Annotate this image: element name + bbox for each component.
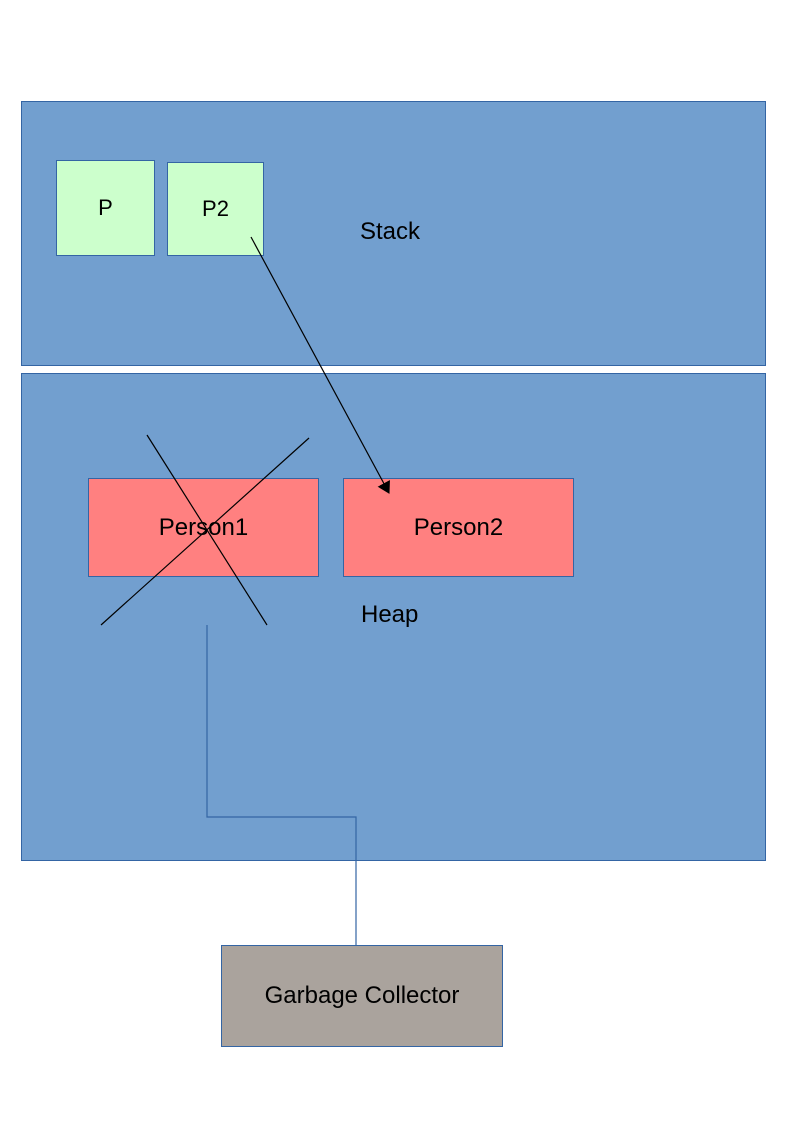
- stack-variable-p2: P2: [167, 162, 264, 256]
- heap-object-person1: Person1: [88, 478, 319, 577]
- stack-label: Stack: [360, 218, 421, 245]
- heap-label: Heap: [361, 601, 419, 628]
- heap-object-person2: Person2: [343, 478, 574, 577]
- garbage-collector-box: Garbage Collector: [221, 945, 503, 1047]
- stack-variable-p: P: [56, 160, 155, 256]
